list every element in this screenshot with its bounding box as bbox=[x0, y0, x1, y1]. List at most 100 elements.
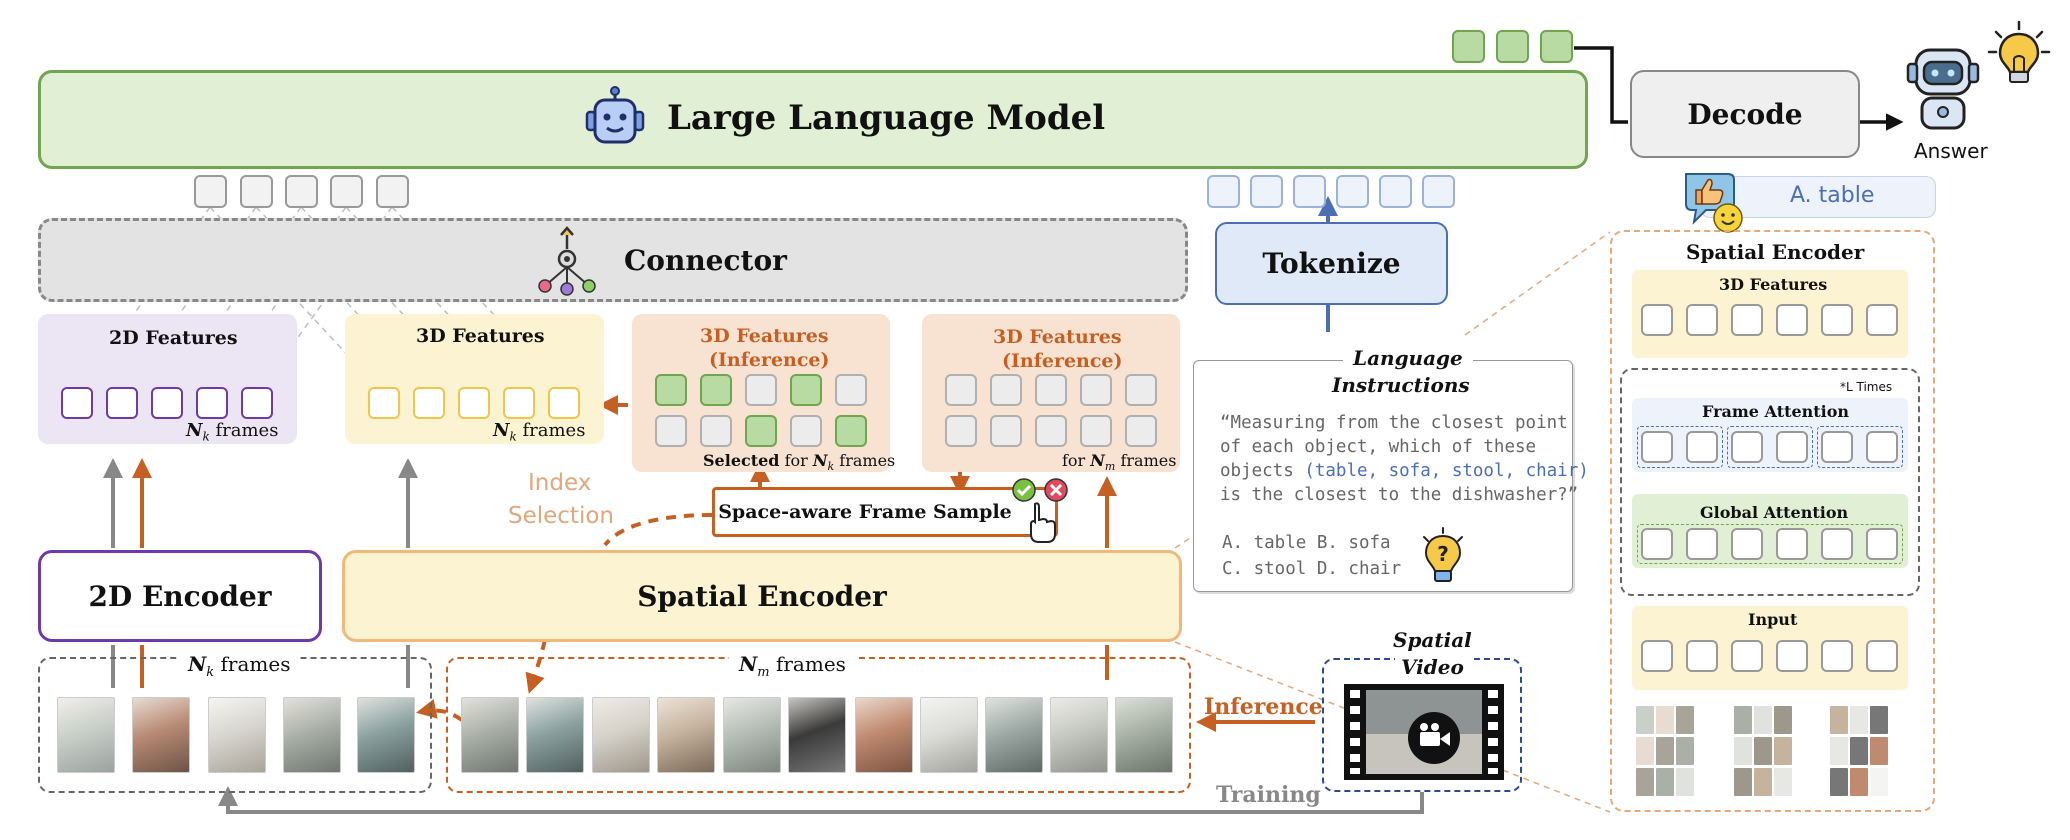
text-token bbox=[1293, 175, 1326, 208]
detail-global-token bbox=[1866, 528, 1898, 560]
frames-m-label: Nm frames bbox=[729, 652, 856, 680]
text-token bbox=[1379, 175, 1412, 208]
spatial-encoder-detail-panel bbox=[1610, 230, 1935, 812]
frame-thumbnail bbox=[357, 697, 415, 773]
decode-block: Decode bbox=[1630, 70, 1860, 158]
frame-thumbnail bbox=[920, 697, 978, 773]
image-patch bbox=[1676, 768, 1694, 796]
image-patch bbox=[1870, 737, 1888, 765]
detail-input-token bbox=[1821, 640, 1853, 672]
options-line1: A. table B. sofa bbox=[1222, 533, 1391, 553]
feature-2d-token bbox=[241, 387, 273, 419]
frame-thumbnail bbox=[657, 697, 715, 773]
feature-3d-token bbox=[413, 387, 445, 419]
inference-left-token bbox=[655, 374, 687, 406]
detail-3d-features-label: 3D Features bbox=[1719, 275, 1828, 294]
inference-left-token bbox=[835, 415, 867, 447]
inference-right-token bbox=[945, 374, 977, 406]
inference-left-title1: 3D Features bbox=[700, 325, 829, 347]
feature-2d-token bbox=[196, 387, 228, 419]
inference-right-token bbox=[1035, 374, 1067, 406]
detail-global-token bbox=[1821, 528, 1853, 560]
output-token bbox=[1540, 30, 1573, 63]
image-patch bbox=[1656, 706, 1674, 734]
answer-label: Answer bbox=[1914, 139, 1988, 163]
detail-frame-token bbox=[1821, 431, 1853, 463]
features-3d-title: 3D Features bbox=[416, 325, 545, 347]
inference-left-token bbox=[835, 374, 867, 406]
detail-input-token bbox=[1731, 640, 1763, 672]
cross-icon bbox=[1043, 477, 1069, 503]
frame-thumbnail bbox=[723, 697, 781, 773]
training-label: Training bbox=[1212, 782, 1325, 808]
detail-3d-token bbox=[1731, 304, 1763, 336]
frame-thumbnail bbox=[526, 697, 584, 773]
llm-label: Large Language Model bbox=[667, 98, 1106, 138]
answer-bubble-text: A. table bbox=[1790, 183, 1875, 208]
question-bulb-icon: ? bbox=[1418, 527, 1468, 589]
features-2d-frames: Nk frames bbox=[186, 420, 279, 444]
text-token bbox=[1336, 175, 1369, 208]
detail-global-token bbox=[1731, 528, 1763, 560]
image-patch bbox=[1656, 737, 1674, 765]
inference-right-token bbox=[1035, 415, 1067, 447]
inference-left-token bbox=[745, 415, 777, 447]
detail-3d-token bbox=[1686, 304, 1718, 336]
spatial-encoder-block: Spatial Encoder bbox=[342, 550, 1182, 642]
llm-input-token bbox=[285, 175, 318, 208]
frame-thumbnail bbox=[57, 697, 115, 773]
image-patch bbox=[1636, 706, 1654, 734]
answer-robot-icon bbox=[1898, 42, 1988, 132]
index-selection-line1: Index bbox=[528, 470, 592, 496]
feature-3d-token bbox=[548, 387, 580, 419]
frame-thumbnail bbox=[788, 697, 846, 773]
frame-thumbnail bbox=[208, 697, 266, 773]
pointer-hand-icon bbox=[1025, 500, 1059, 544]
image-patch bbox=[1676, 737, 1694, 765]
frame-thumbnail bbox=[1050, 697, 1108, 773]
detail-input-token bbox=[1776, 640, 1808, 672]
detail-frame-attention-label: Frame Attention bbox=[1702, 402, 1850, 421]
tokenize-block: Tokenize bbox=[1215, 222, 1448, 305]
image-patch bbox=[1870, 706, 1888, 734]
text-token bbox=[1422, 175, 1455, 208]
text-token bbox=[1250, 175, 1283, 208]
detail-global-attention bbox=[1632, 494, 1908, 568]
lightbulb-icon bbox=[1986, 20, 2052, 90]
image-patch bbox=[1774, 768, 1792, 796]
inference-left-token bbox=[790, 415, 822, 447]
detail-input-token bbox=[1686, 640, 1718, 672]
llm-input-token bbox=[240, 175, 273, 208]
detail-frame-token bbox=[1686, 431, 1718, 463]
features-2d-title: 2D Features bbox=[109, 327, 238, 349]
question-line2: of each object, which of these bbox=[1220, 437, 1537, 457]
image-patch bbox=[1870, 768, 1888, 796]
frame-sample-block: Space-aware Frame Sample bbox=[712, 487, 1058, 537]
inference-right-token bbox=[990, 415, 1022, 447]
detail-3d-token bbox=[1866, 304, 1898, 336]
inference-left-caption: Selected for Nk frames bbox=[703, 451, 896, 474]
detail-3d-features bbox=[1632, 270, 1908, 358]
image-patch bbox=[1734, 706, 1752, 734]
detail-frame-token bbox=[1731, 431, 1763, 463]
detail-global-token bbox=[1686, 528, 1718, 560]
detail-global-token bbox=[1641, 528, 1673, 560]
feature-2d-token bbox=[151, 387, 183, 419]
detail-input-token bbox=[1866, 640, 1898, 672]
output-token bbox=[1496, 30, 1529, 63]
image-patch bbox=[1850, 706, 1868, 734]
image-patch bbox=[1754, 768, 1772, 796]
inference-left-token bbox=[790, 374, 822, 406]
spatial-video-line1: Spatial bbox=[1387, 628, 1478, 652]
detail-l-times: *L Times bbox=[1840, 380, 1893, 394]
connector-label: Connector bbox=[624, 244, 787, 277]
inference-left-token bbox=[700, 415, 732, 447]
frame-thumbnail bbox=[461, 697, 519, 773]
output-token bbox=[1452, 30, 1485, 63]
language-instructions-scroll bbox=[1193, 360, 1573, 592]
image-patch bbox=[1734, 768, 1752, 796]
image-patch bbox=[1754, 706, 1772, 734]
inference-right-token bbox=[990, 374, 1022, 406]
image-patch bbox=[1754, 737, 1772, 765]
detail-input bbox=[1632, 606, 1908, 690]
